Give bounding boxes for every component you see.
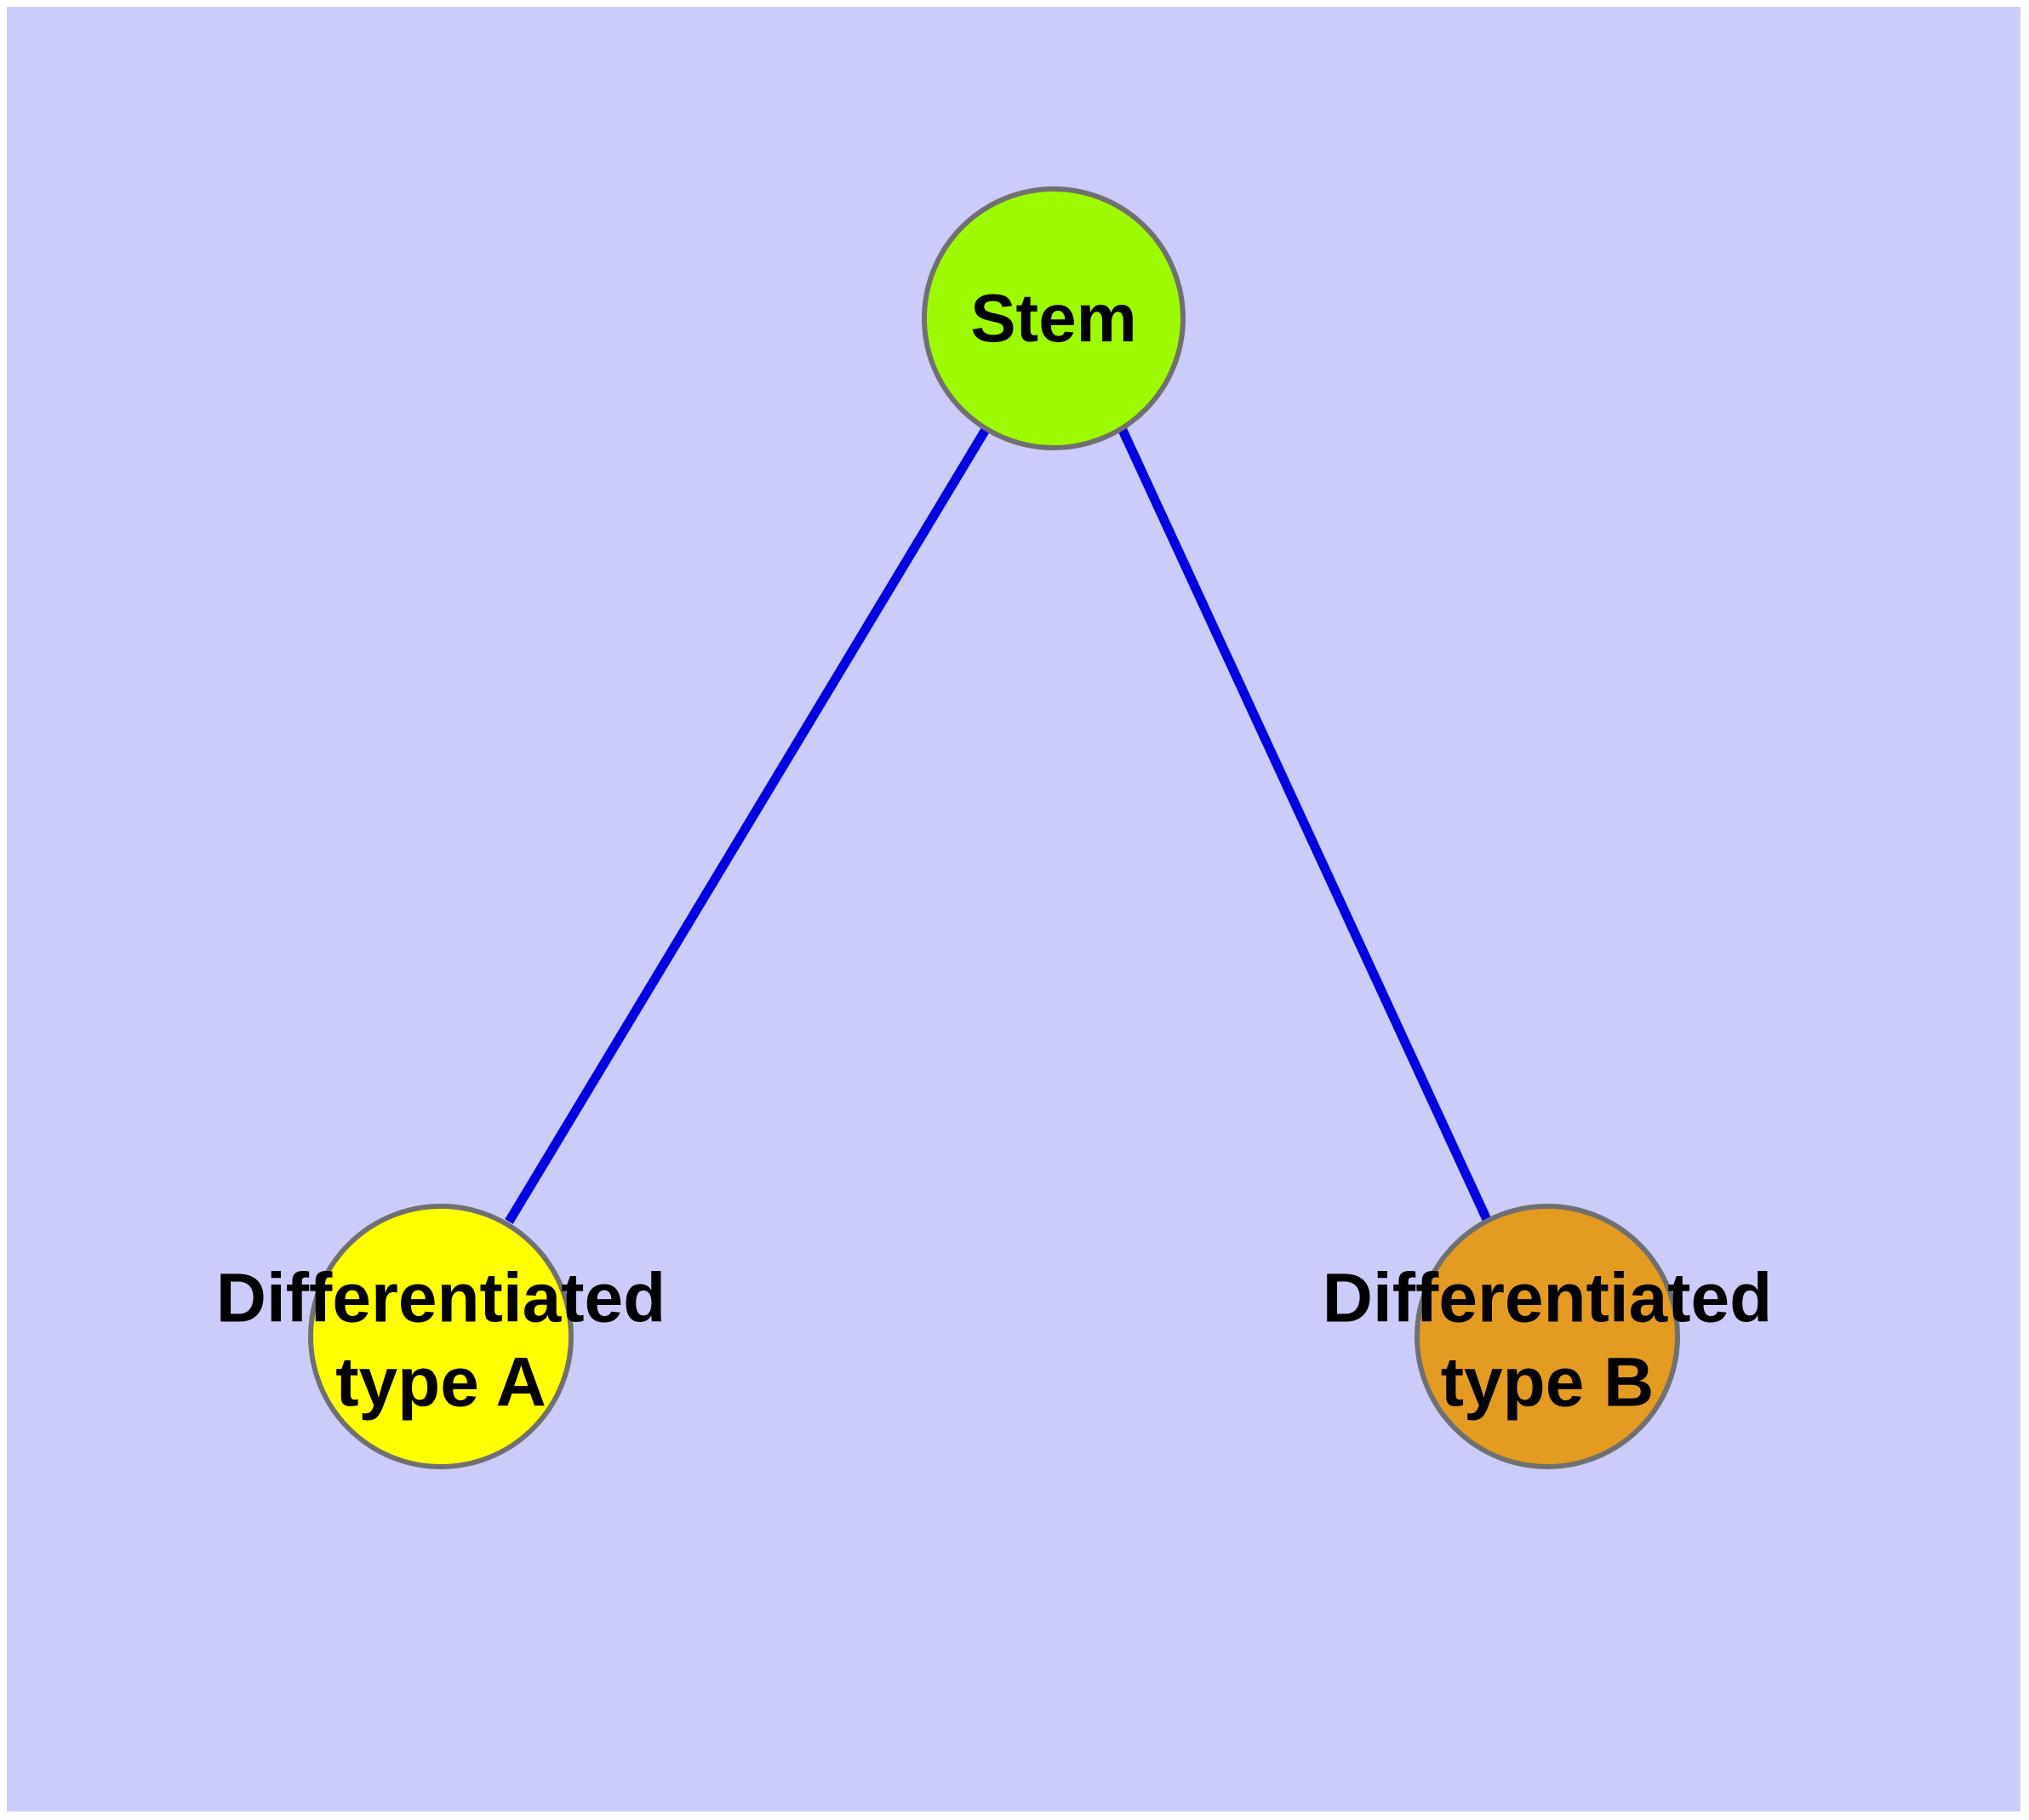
node-differentiated-type-a-label-line2: type A	[335, 1344, 546, 1422]
node-stem[interactable]: Stem	[922, 186, 1186, 450]
node-layer: Stem Differentiated type A Differentiate…	[216, 186, 1773, 1469]
node-differentiated-type-a-label-line1: Differentiated	[216, 1260, 666, 1337]
node-differentiated-type-a[interactable]: Differentiated type A	[216, 1204, 666, 1469]
node-stem-label: Stem	[970, 280, 1137, 356]
node-differentiated-type-b[interactable]: Differentiated type B	[1323, 1204, 1773, 1469]
node-differentiated-type-b-label-line2: type B	[1441, 1344, 1655, 1422]
edge-stem-to-differentiated-b[interactable]	[1117, 426, 1493, 1226]
node-differentiated-type-b-circle[interactable]	[1415, 1204, 1680, 1469]
edge-layer	[505, 426, 1493, 1226]
node-differentiated-type-a-circle[interactable]	[308, 1204, 574, 1469]
node-differentiated-type-b-label-line1: Differentiated	[1323, 1260, 1773, 1337]
node-stem-circle[interactable]	[922, 186, 1186, 450]
edge-stem-to-differentiated-a[interactable]	[505, 426, 991, 1224]
